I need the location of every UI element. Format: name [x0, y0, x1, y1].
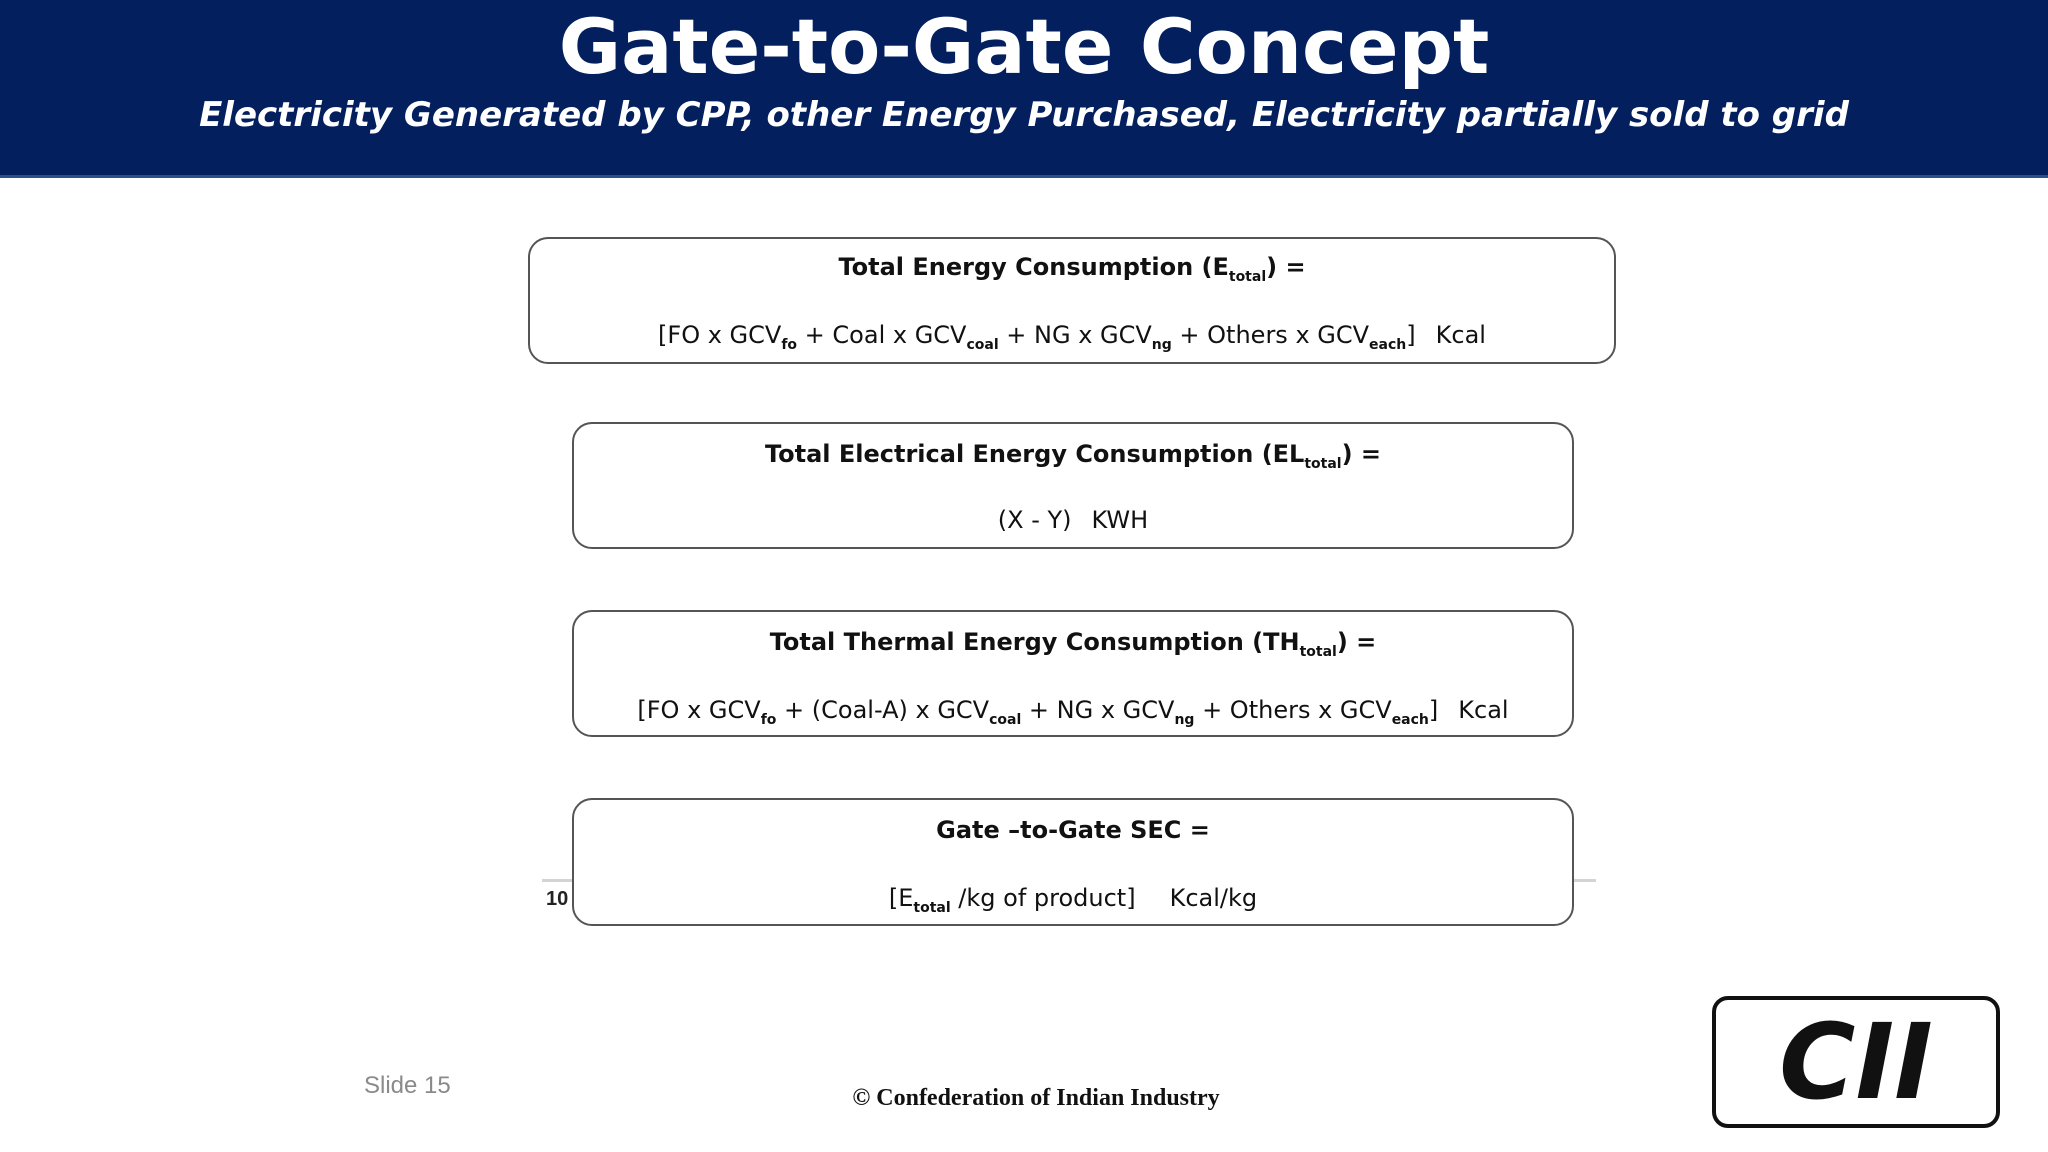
- title-banner: Gate-to-Gate Concept Electricity Generat…: [0, 0, 2048, 178]
- slide-subtitle: Electricity Generated by CPP, other Ener…: [199, 95, 1849, 135]
- page-number: 10: [546, 888, 569, 910]
- total-energy-formula: [FO x GCVfo + Coal x GCVcoal + NG x GCVn…: [658, 321, 1486, 353]
- total-energy-box: Total Energy Consumption (Etotal) = [FO …: [528, 237, 1616, 364]
- total-energy-heading: Total Energy Consumption (Etotal) =: [838, 253, 1306, 285]
- electrical-energy-heading: Total Electrical Energy Consumption (ELt…: [764, 440, 1382, 472]
- electrical-energy-formula: (X - Y)KWH: [997, 506, 1149, 534]
- slide-title: Gate-to-Gate Concept: [558, 2, 1490, 91]
- gate-to-gate-sec-box: Gate –to-Gate SEC = [Etotal /kg of produ…: [572, 798, 1574, 926]
- slide-number: Slide 15: [364, 1072, 451, 1099]
- cii-logo: CII: [1712, 996, 2000, 1128]
- svg-text:CII: CII: [1779, 1001, 1933, 1123]
- gate-to-gate-sec-heading: Gate –to-Gate SEC =: [936, 816, 1210, 844]
- electrical-energy-box: Total Electrical Energy Consumption (ELt…: [572, 422, 1574, 549]
- cii-logo-icon: CII: [1779, 1001, 1933, 1123]
- thermal-energy-heading: Total Thermal Energy Consumption (THtota…: [769, 628, 1377, 660]
- gate-to-gate-sec-formula: [Etotal /kg of product]Kcal/kg: [888, 884, 1258, 916]
- thermal-energy-box: Total Thermal Energy Consumption (THtota…: [572, 610, 1574, 737]
- thermal-energy-formula: [FO x GCVfo + (Coal-A) x GCVcoal + NG x …: [637, 696, 1509, 728]
- copyright-text: © Confederation of Indian Industry: [852, 1085, 1220, 1111]
